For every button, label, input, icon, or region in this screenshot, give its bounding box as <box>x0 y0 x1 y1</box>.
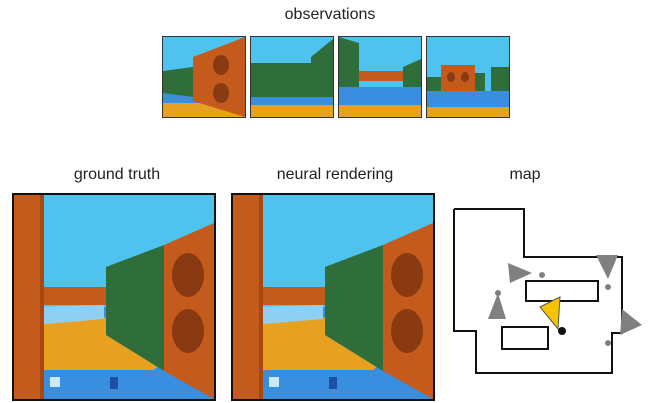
map-title: map <box>509 166 541 183</box>
neural-rendering-frame <box>231 193 435 401</box>
observer-1 <box>508 263 532 283</box>
observation-frame-3 <box>338 36 422 118</box>
observation-frame-2 <box>250 36 334 118</box>
map-obstacle-1 <box>525 280 599 302</box>
neural-rendering-title: neural rendering <box>276 166 394 183</box>
map-panel <box>446 193 646 397</box>
observations-title: observations <box>284 6 376 23</box>
ground-truth-frame <box>12 193 216 401</box>
agent-marker <box>539 296 561 331</box>
observer-4 <box>620 309 642 335</box>
map-obstacle-2 <box>501 326 549 350</box>
ground-truth-title: ground truth <box>73 166 161 183</box>
observer-2 <box>596 255 618 279</box>
observer-3 <box>488 293 506 319</box>
observation-frame-4 <box>426 36 510 118</box>
map-outline <box>453 208 623 374</box>
observation-frame-1 <box>162 36 246 118</box>
